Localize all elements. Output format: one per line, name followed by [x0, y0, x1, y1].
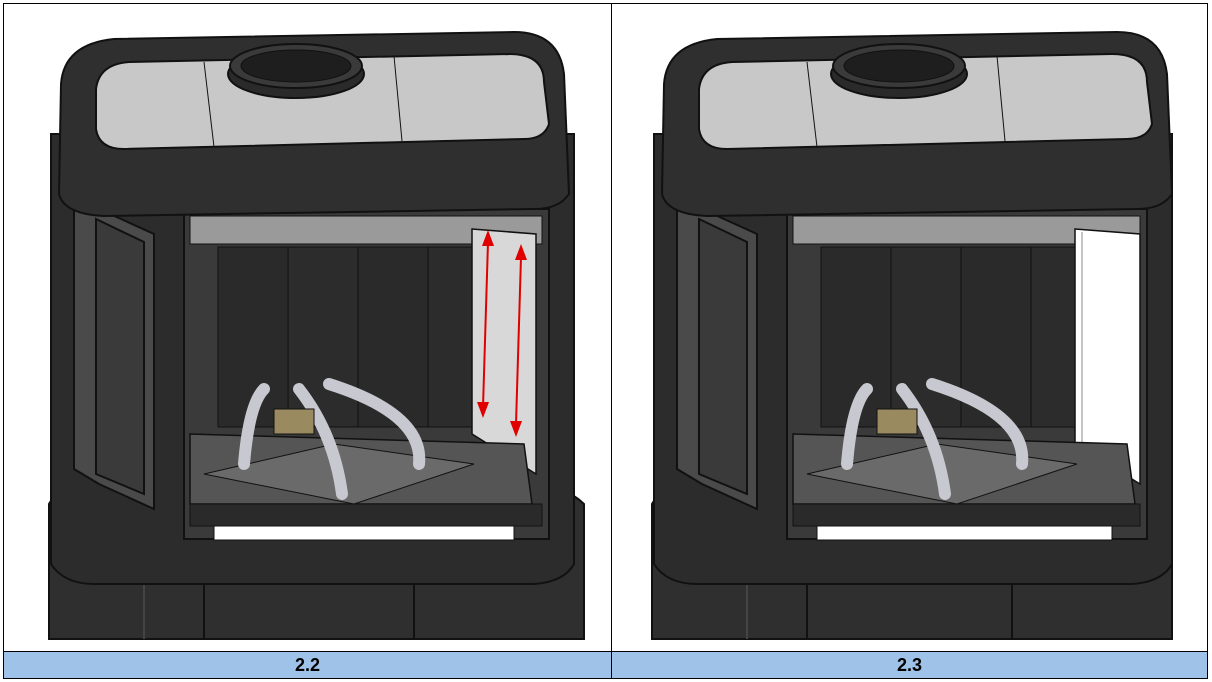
figure-table: 2.2 2.3	[3, 3, 1208, 679]
stove-illustration-2-3	[651, 30, 1174, 640]
arrow-head-down-2	[510, 421, 522, 437]
stove-illustration-2-2	[48, 30, 585, 640]
figure-cell-2-2	[4, 4, 612, 651]
arrow-head-up-2	[515, 244, 527, 260]
figure-cell-2-3	[612, 4, 1207, 651]
figure-caption-2-3: 2.3	[896, 655, 923, 675]
caption-row: 2.2 2.3	[4, 651, 1207, 678]
arrow-1	[482, 241, 489, 408]
arrow-head-down-1	[477, 402, 489, 418]
arrow-head-up-1	[482, 230, 494, 246]
figure-caption-2-2: 2.2	[4, 652, 612, 678]
